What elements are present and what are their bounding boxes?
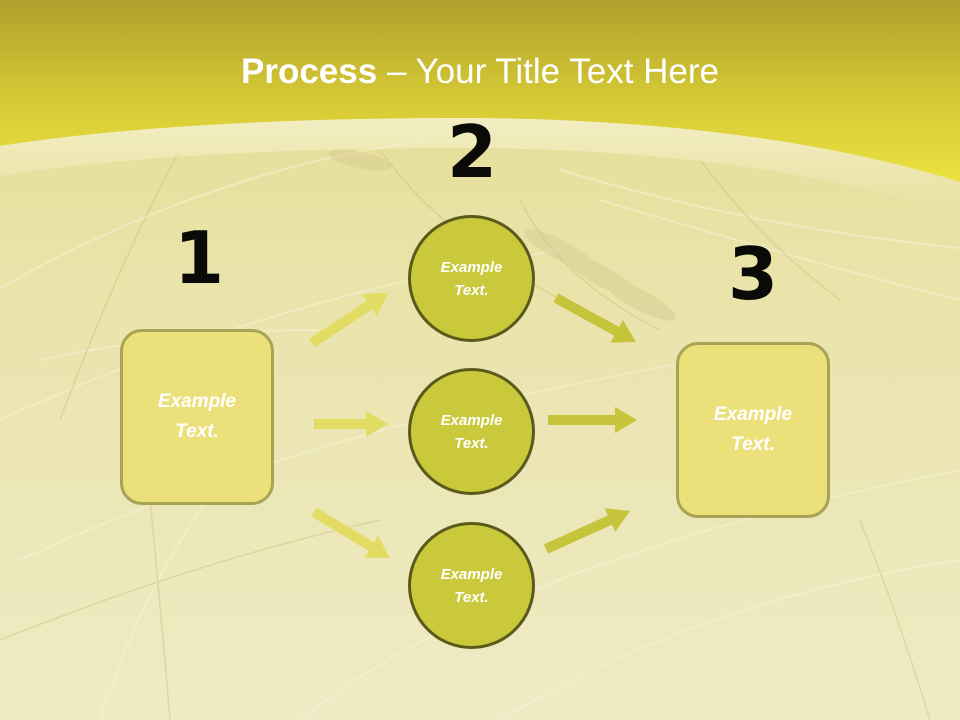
arrow-box1-to-circle-middle <box>314 411 388 437</box>
arrow-circle-bottom-to-box3 <box>543 508 630 554</box>
circle-bottom-text-line-2: Text. <box>454 588 489 606</box>
title-bold: Process <box>241 52 378 91</box>
step-2-circle-bottom: Example Text. <box>408 522 535 649</box>
step-1-text-line-2: Text. <box>175 421 219 442</box>
circle-bottom-text-line-1: Example <box>440 565 503 583</box>
arrow-circle-top-to-box3 <box>553 293 636 343</box>
arrow-box1-to-circle-bottom <box>311 507 390 558</box>
step-1-number: 1 <box>173 216 225 300</box>
step-2-circle-top: Example Text. <box>408 215 535 342</box>
arrow-box1-to-circle-top <box>309 293 388 348</box>
step-1-box: Example Text. <box>120 329 274 505</box>
title-rest: – Your Title Text Here <box>377 52 719 91</box>
step-3-box: Example Text. <box>676 342 830 518</box>
step-3-number: 3 <box>727 232 779 316</box>
step-3-text-line-1: Example <box>713 404 793 425</box>
slide-title: Process – Your Title Text Here <box>0 52 960 92</box>
step-3-text-line-2: Text. <box>731 434 775 455</box>
circle-top-text-line-2: Text. <box>454 281 489 299</box>
step-2-circle-middle: Example Text. <box>408 368 535 495</box>
circle-top-text-line-1: Example <box>440 258 503 276</box>
step-1-text-line-1: Example <box>157 391 237 412</box>
circle-middle-text-line-1: Example <box>440 411 503 429</box>
arrow-circle-middle-to-box3 <box>548 407 637 433</box>
step-2-number: 2 <box>446 110 498 194</box>
circle-middle-text-line-2: Text. <box>454 434 489 452</box>
